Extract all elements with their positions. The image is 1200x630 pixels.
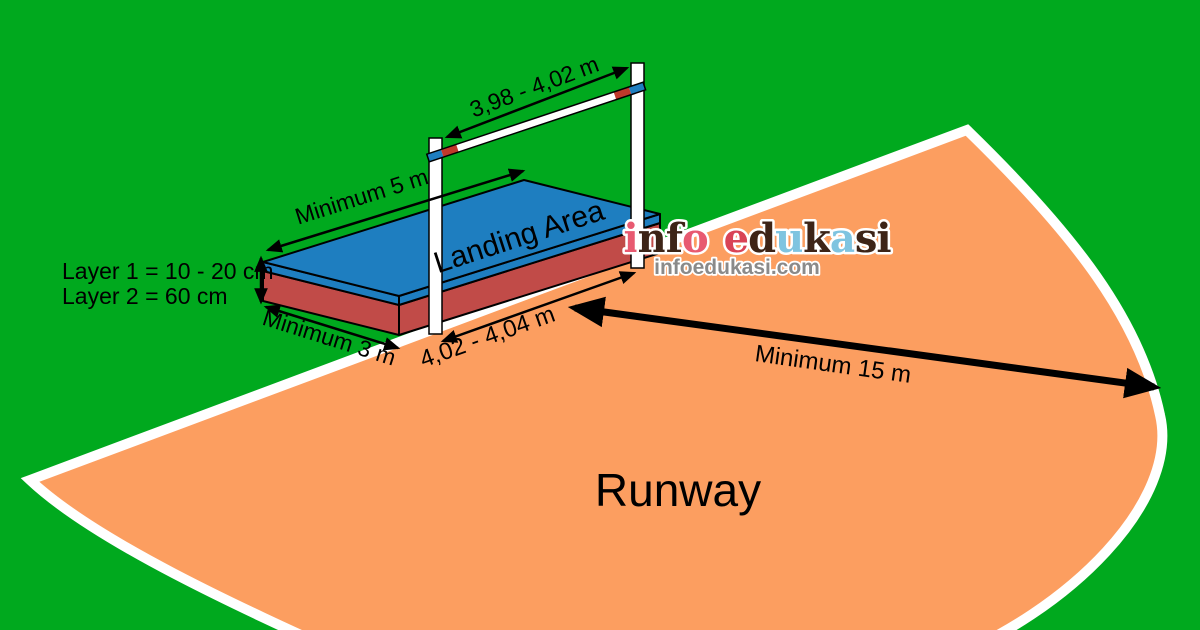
mat-depth-arrow xyxy=(263,304,401,351)
mat-width-arrow xyxy=(265,168,526,253)
left-upright-post xyxy=(428,137,443,335)
runway-length-arrow xyxy=(567,296,1162,399)
crossbar-right-blue-band xyxy=(628,82,646,95)
right-upright-post xyxy=(630,62,645,269)
crossbar-left-blue-band xyxy=(426,149,444,162)
base-length-arrow xyxy=(440,271,637,343)
crossbar-left-red-band xyxy=(440,144,459,158)
crossbar-length-arrow xyxy=(444,66,630,139)
layer1-label: Layer 1 = 10 - 20 cm xyxy=(62,258,274,284)
logo-domain-text: infoedukasi.com xyxy=(654,256,820,279)
layer2-label: Layer 2 = 60 cm xyxy=(62,283,228,309)
runway-label: Runway xyxy=(595,464,761,516)
